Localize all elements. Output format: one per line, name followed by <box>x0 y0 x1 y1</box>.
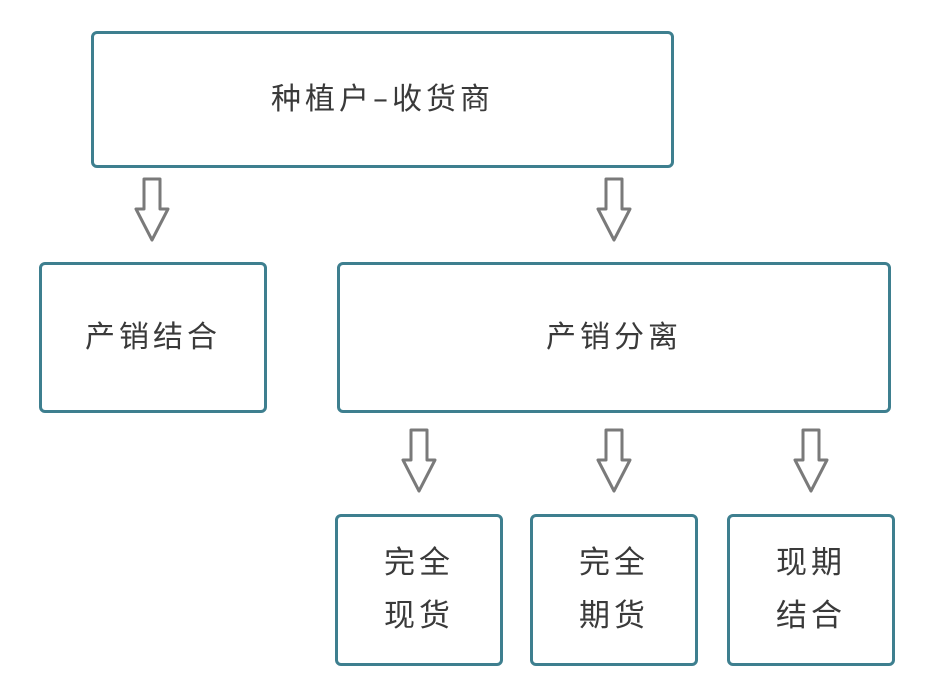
spot-futures-combined-node-box: 现期 结合 <box>727 514 895 666</box>
full-spot-label-line1: 完全 <box>384 545 454 581</box>
full-futures-label-line1: 完全 <box>579 545 649 581</box>
full-futures-node-box: 完全 期货 <box>530 514 698 666</box>
combined-node-label: 产销结合 <box>85 319 221 355</box>
separated-node-box: 产销分离 <box>337 262 891 413</box>
combined-node-box: 产销结合 <box>39 262 267 413</box>
down-arrow-icon <box>793 428 829 493</box>
down-arrow-icon <box>596 177 632 242</box>
root-node-label: 种植户–收货商 <box>271 81 494 117</box>
full-spot-node-box: 完全 现货 <box>335 514 503 666</box>
root-node-box: 种植户–收货商 <box>91 31 674 168</box>
down-arrow-icon <box>596 428 632 493</box>
separated-node-label: 产销分离 <box>546 319 682 355</box>
spot-futures-combined-label-line1: 现期 <box>776 545 846 581</box>
down-arrow-icon <box>134 177 170 242</box>
full-futures-label-line2: 期货 <box>579 598 649 634</box>
spot-futures-combined-label-line2: 结合 <box>776 598 846 634</box>
down-arrow-icon <box>401 428 437 493</box>
full-spot-label-line2: 现货 <box>384 598 454 634</box>
